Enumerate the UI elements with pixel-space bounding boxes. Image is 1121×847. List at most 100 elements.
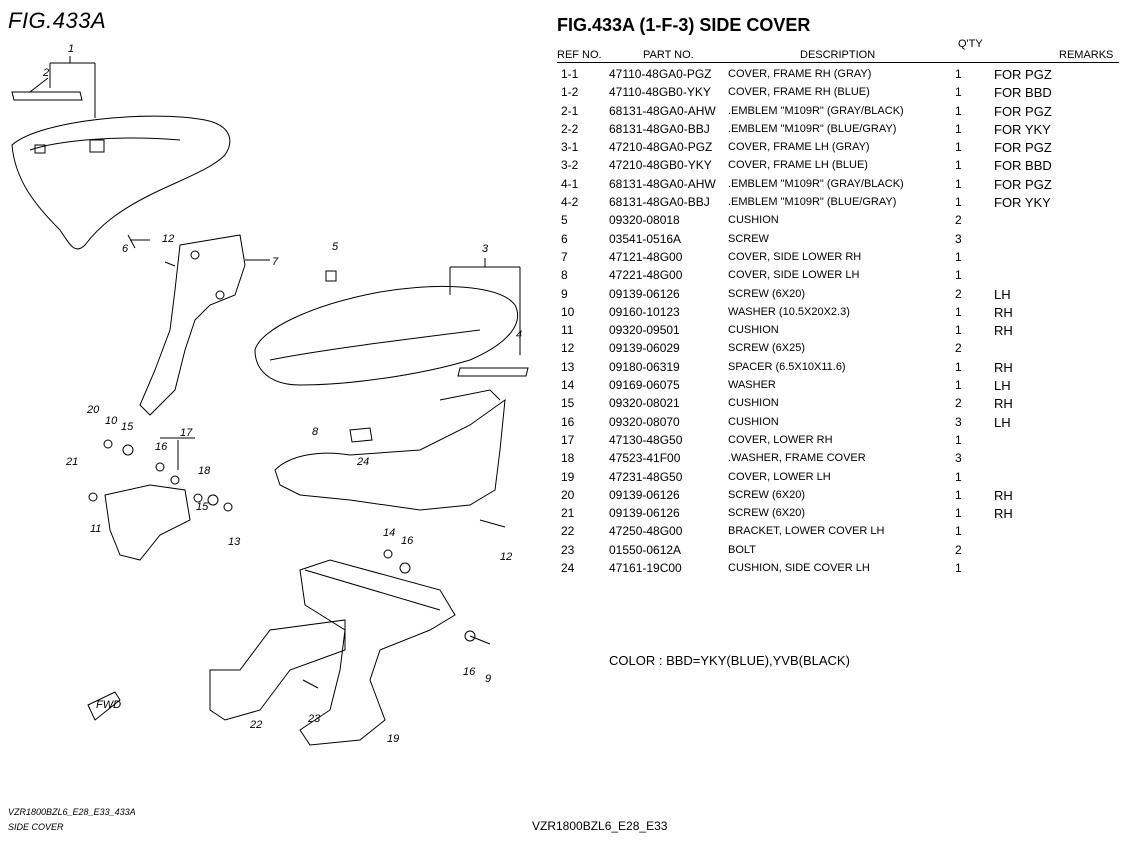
description-cell: SCREW (6X20) xyxy=(728,287,806,300)
ref-cell: 14 xyxy=(561,378,575,393)
ref-cell: 18 xyxy=(561,451,575,466)
qty-cell: 2 xyxy=(955,396,962,411)
callout-9: 9 xyxy=(485,673,491,685)
part-no-cell: 47221-48G00 xyxy=(609,268,683,283)
description-cell: COVER, FRAME LH (GRAY) xyxy=(728,141,870,154)
remarks-cell: FOR PGZ xyxy=(994,140,1052,156)
part-no-cell: 09320-09501 xyxy=(609,323,680,338)
ref-cell: 9 xyxy=(561,286,568,301)
part-no-cell: 09139-06029 xyxy=(609,341,680,356)
qty-cell: 2 xyxy=(955,542,962,557)
description-cell: .EMBLEM "M109R" (BLUE/GRAY) xyxy=(728,122,897,135)
description-cell: CUSHION xyxy=(728,415,779,428)
description-cell: COVER, SIDE LOWER RH xyxy=(728,250,862,263)
description-cell: WASHER xyxy=(728,379,776,392)
remarks-cell: RH xyxy=(994,506,1013,522)
header-divider xyxy=(557,62,1119,63)
callout-2: 2 xyxy=(42,67,49,79)
part-no-cell: 09139-06126 xyxy=(609,506,680,521)
remarks-cell: FOR BBD xyxy=(994,85,1052,101)
remarks-cell: FOR PGZ xyxy=(994,103,1052,119)
description-cell: BRACKET, LOWER COVER LH xyxy=(728,525,885,538)
part-no-cell: 47210-48GB0-YKY xyxy=(609,158,712,173)
description-cell: SCREW (6X25) xyxy=(728,342,806,355)
ref-cell: 3-1 xyxy=(561,140,579,155)
qty-cell: 1 xyxy=(955,103,962,118)
qty-cell: 1 xyxy=(955,195,962,210)
callout-19: 19 xyxy=(387,733,399,745)
header-remarks: REMARKS xyxy=(1059,49,1114,61)
remarks-cell: RH xyxy=(994,396,1013,412)
ref-cell: 17 xyxy=(561,432,575,447)
remarks-cell: FOR PGZ xyxy=(994,67,1052,82)
remarks-cell: FOR BBD xyxy=(994,158,1052,174)
callout-16b: 16 xyxy=(401,535,414,547)
callout-3: 3 xyxy=(482,243,489,255)
callout-21: 21 xyxy=(65,456,78,468)
ref-cell: 24 xyxy=(561,561,575,576)
callout-1: 1 xyxy=(68,43,74,55)
qty-cell: 2 xyxy=(955,286,962,301)
remarks-cell: FOR PGZ xyxy=(994,176,1052,192)
remarks-cell: FOR YKY xyxy=(994,121,1051,137)
description-cell: SCREW (6X20) xyxy=(728,507,806,520)
callout-16c: 16 xyxy=(463,666,476,678)
emblem-lh xyxy=(457,367,529,377)
ref-cell: 15 xyxy=(561,396,575,411)
ref-cell: 13 xyxy=(561,359,575,374)
ref-cell: 11 xyxy=(561,323,574,338)
footer-model: VZR1800BZL6_E28_E33 xyxy=(532,819,668,833)
side-lower-cover-rh xyxy=(139,234,246,416)
part-no-cell: 47523-41F00 xyxy=(609,451,681,466)
callout-16a: 16 xyxy=(155,441,168,453)
qty-cell: 1 xyxy=(955,506,962,521)
description-cell: .WASHER, FRAME COVER xyxy=(728,452,866,465)
qty-cell: 1 xyxy=(955,487,962,502)
callout-6: 6 xyxy=(122,243,129,255)
side-lower-cover-lh xyxy=(274,398,506,511)
figure-label: FIG.433A xyxy=(8,8,107,33)
description-cell: SCREW xyxy=(728,232,769,245)
callout-24: 24 xyxy=(356,456,369,468)
qty-cell: 2 xyxy=(955,213,962,228)
callout-20: 20 xyxy=(86,404,100,416)
footer-section: SIDE COVER xyxy=(8,822,64,832)
callout-15b: 15 xyxy=(196,501,209,513)
exploded-parts-diagram: 1 2 3 4 5 6 7 8 9 10 11 12 12 13 14 15 1… xyxy=(11,43,529,746)
qty-cell: 1 xyxy=(955,121,962,136)
qty-cell: 1 xyxy=(955,249,962,264)
description-cell: .EMBLEM "M109R" (GRAY/BLACK) xyxy=(728,104,904,117)
callout-12b: 12 xyxy=(500,551,512,563)
description-cell: SCREW (6X20) xyxy=(728,488,806,501)
ref-cell: 12 xyxy=(561,341,575,356)
ref-cell: 22 xyxy=(561,524,575,539)
ref-cell: 2-2 xyxy=(561,121,579,136)
description-cell: WASHER (10.5X20X2.3) xyxy=(728,305,850,318)
callout-10: 10 xyxy=(105,415,118,427)
frame-cover-rh-outline xyxy=(11,115,231,250)
callout-12a: 12 xyxy=(162,233,174,245)
remarks-cell: LH xyxy=(994,414,1011,430)
callout-numbers: 1 2 3 4 5 6 7 8 9 10 11 12 12 13 14 15 1… xyxy=(42,43,522,745)
callout-18: 18 xyxy=(198,465,211,477)
description-cell: COVER, LOWER LH xyxy=(728,470,831,483)
ref-cell: 20 xyxy=(561,487,575,502)
callout-17: 17 xyxy=(180,427,193,439)
part-no-cell: 09160-10123 xyxy=(609,304,680,319)
callout-5: 5 xyxy=(332,241,339,253)
part-no-cell: 09139-06126 xyxy=(609,487,680,502)
qty-cell: 1 xyxy=(955,378,962,393)
description-cell: COVER, FRAME RH (GRAY) xyxy=(728,68,872,80)
